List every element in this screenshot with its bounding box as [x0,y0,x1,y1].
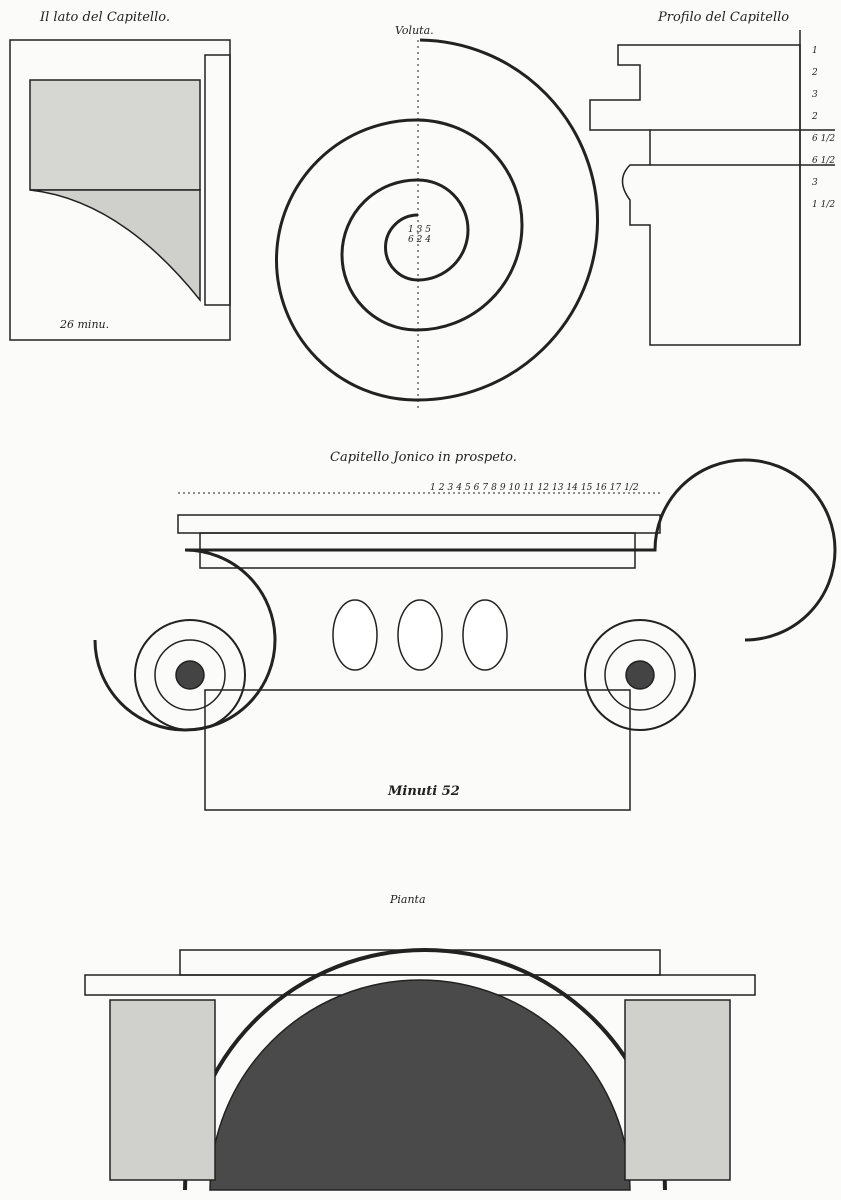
num: 2 [416,235,423,245]
volute-title: Voluta. [395,24,434,37]
profile-measures: 1 2 3 2 6 1/2 6 1/2 3 1 1/2 [812,40,838,216]
front-width-label: Minuti 52 [388,784,460,799]
volute-spiral [275,38,599,410]
scale-tick: 14 [566,483,578,493]
scale-tick: 3 [447,483,454,493]
measure: 1 [812,46,818,56]
measure: 6 1/2 [812,156,836,166]
profile-view [589,30,835,346]
scale-tick: 13 [551,483,564,493]
scale-tick: 5 [464,483,471,493]
num: 1 [408,225,414,235]
volute-numbers: 1 3 5 6 2 4 [408,225,431,245]
measure: 3 [812,178,818,188]
num: 6 [408,235,414,245]
measure: 1 1/2 [812,200,836,210]
side-view-title: Il lato del Capitello. [40,10,170,25]
scale-tick: 9 [499,483,506,493]
scale-tick: 7 [482,483,489,493]
side-width-label: 26 minu. [60,318,110,331]
scale-tick: 6 [473,483,480,493]
measure: 2 [812,68,818,78]
scale-tick: 15 [580,483,593,493]
scale-tick: 17 1/2 [609,483,639,493]
front-elevation [93,458,837,811]
scale-tick: 12 [537,483,549,493]
scale-tick: 11 [523,483,535,493]
num: 3 [416,225,423,235]
num: 4 [425,235,431,245]
profile-title: Profilo del Capitello [658,10,790,25]
front-title: Capitello Jonico in prospeto. [330,450,517,465]
scale-tick: 1 [430,483,436,493]
scale-tick: 16 [595,483,607,493]
side-view [9,39,231,341]
plan-title: Pianta [390,893,426,906]
scale-tick: 8 [491,483,497,493]
measure: 3 [812,90,818,100]
num: 5 [425,225,431,235]
measure: 6 1/2 [812,134,836,144]
measure: 2 [812,112,818,122]
scale-tick: 2 [438,483,445,493]
scale-tick: 4 [456,483,462,493]
scale-tick: 10 [508,483,521,493]
plan-view [84,948,756,1191]
